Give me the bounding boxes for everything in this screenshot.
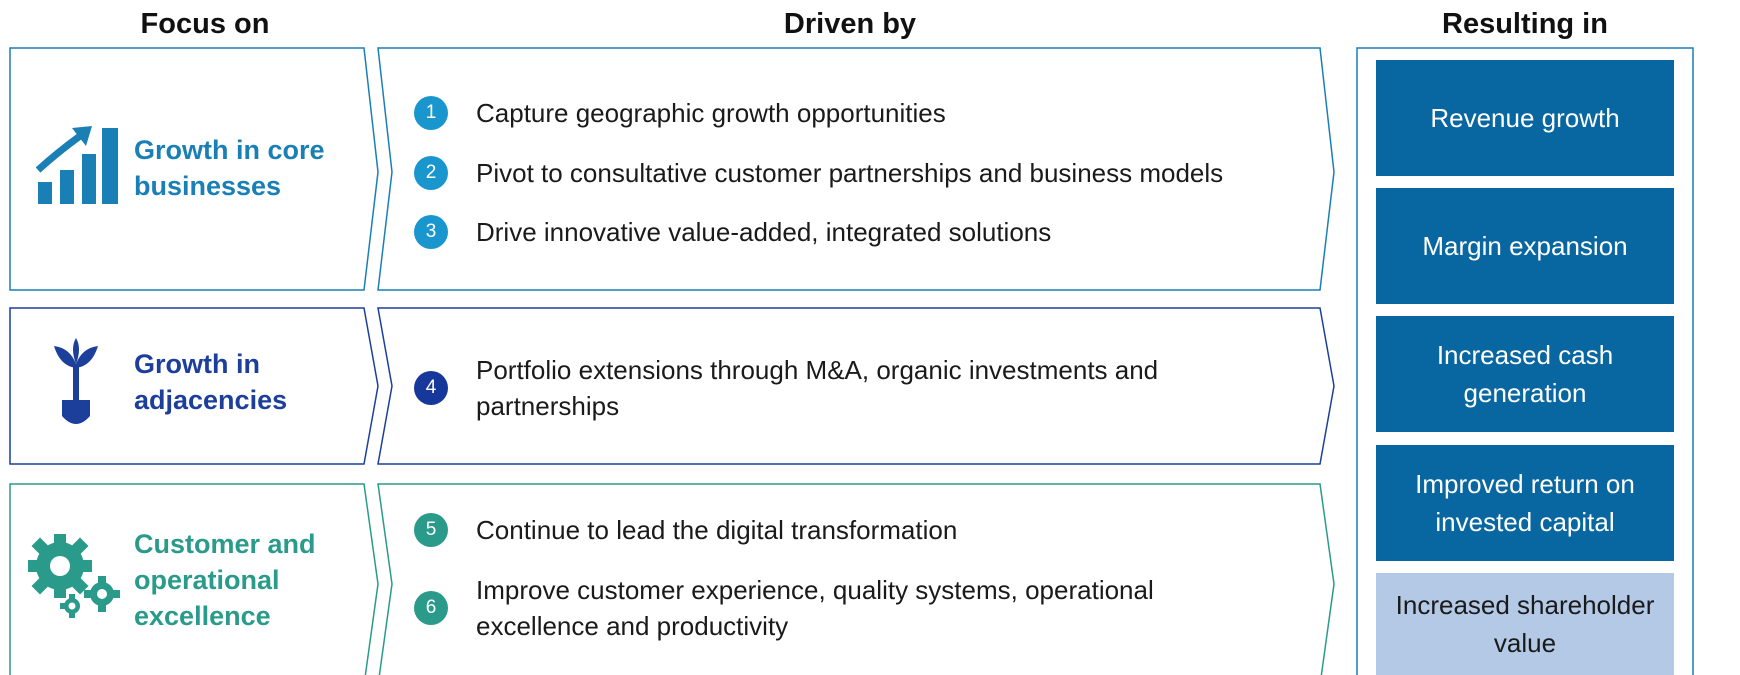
focus-chevron-core [9, 47, 379, 291]
driver-number-badge: 1 [414, 96, 448, 130]
result-label: Increased cash generation [1436, 340, 1614, 408]
focus-label-core: Growth in core businesses [134, 135, 325, 201]
driver-number-badge: 2 [414, 156, 448, 190]
driver-item-3: 3 Drive innovative value-added, integrat… [414, 214, 1304, 250]
driven-chevron-core [377, 47, 1335, 291]
focus-label-adjacencies: Growth in adjacencies [134, 349, 288, 415]
result-label: Improved return on invested capital [1415, 469, 1635, 537]
driver-text: Capture geographic growth opportunities [476, 98, 946, 128]
driver-text: Drive innovative value-added, integrated… [476, 217, 1052, 247]
result-label: Increased shareholder value [1395, 590, 1655, 658]
result-revenue-growth: Revenue growth [1376, 60, 1674, 176]
focus-chevron-adjacencies [9, 307, 379, 465]
driven-chevron-adjacencies [377, 307, 1335, 465]
plant-shovel-icon [54, 338, 98, 424]
bar-chart-growth-icon [36, 126, 118, 204]
driver-number-badge: 4 [414, 371, 448, 405]
driver-text: Pivot to consultative customer partnersh… [476, 158, 1224, 188]
result-label: Revenue growth [1430, 103, 1620, 133]
driver-item-5: 5 Continue to lead the digital transform… [414, 512, 1304, 548]
resulting-in-header: Resulting in [1442, 8, 1608, 40]
result-return-on-capital: Improved return on invested capital [1376, 445, 1674, 561]
driver-item-2: 2 Pivot to consultative customer partner… [414, 155, 1314, 191]
driver-item-6: 6 Improve customer experience, quality s… [414, 572, 1274, 644]
result-label: Margin expansion [1422, 231, 1628, 261]
driver-item-4: 4 Portfolio extensions through M&A, orga… [414, 352, 1274, 424]
result-cash-generation: Increased cash generation [1376, 316, 1674, 432]
driver-item-1: 1 Capture geographic growth opportunitie… [414, 95, 1304, 131]
result-shareholder-value: Increased shareholder value [1376, 573, 1674, 675]
driver-number-badge: 3 [414, 215, 448, 249]
driver-number-badge: 6 [414, 591, 448, 625]
driver-text: Improve customer experience, quality sys… [476, 575, 1154, 641]
driver-number-badge: 5 [414, 513, 448, 547]
result-margin-expansion: Margin expansion [1376, 188, 1674, 304]
gears-icon [28, 534, 120, 618]
focus-chevron-excellence [9, 483, 379, 675]
driven-chevron-excellence [377, 483, 1335, 675]
driver-text: Continue to lead the digital transformat… [476, 515, 958, 545]
driver-text: Portfolio extensions through M&A, organi… [476, 355, 1159, 421]
focus-on-header: Focus on [140, 8, 270, 40]
focus-label-excellence: Customer and operational excellence [134, 529, 316, 631]
driven-by-header: Driven by [783, 8, 917, 40]
